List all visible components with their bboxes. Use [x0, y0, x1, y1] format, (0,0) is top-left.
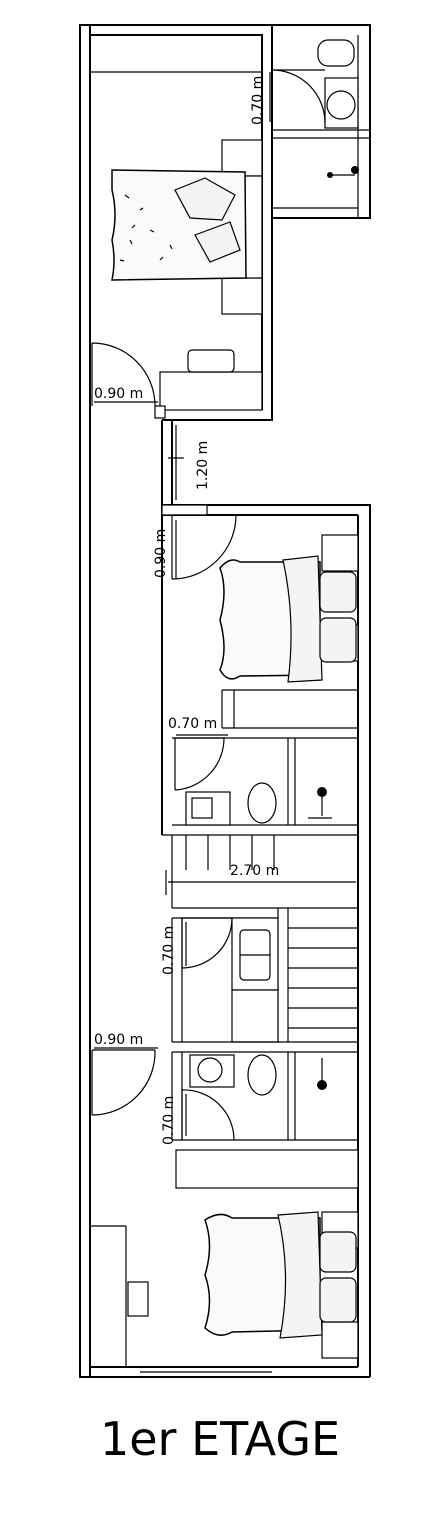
bed-icon — [219, 555, 357, 683]
dim-bedroom2-door: 0.90 m — [153, 529, 169, 578]
bedroom3-door-swing — [91, 1049, 156, 1116]
dim-top-wc-door: 0.70 m — [250, 76, 266, 125]
bedroom-3 — [90, 1211, 359, 1367]
floor-plan: 0.70 m 0.90 m 1.20 m 0.90 m 0.70 m 2.70 … — [79, 24, 371, 1378]
top-wc — [271, 35, 370, 218]
kitchen — [171, 917, 358, 1043]
toilet-icon — [247, 1054, 277, 1096]
bedroom-2 — [161, 504, 359, 729]
dim-kitchen-door: 0.70 m — [161, 926, 177, 975]
dim-bath3-door: 0.70 m — [161, 1096, 177, 1145]
wc-top-door-swing — [271, 69, 326, 124]
bath-2 — [172, 737, 358, 826]
floor-title: 1er ETAGE — [99, 1412, 341, 1466]
outer-walls — [79, 24, 371, 1378]
dim-stair-width: 2.70 m — [230, 863, 279, 879]
bedroom1-door-swing — [91, 342, 156, 407]
bedroom3-entry — [91, 1049, 156, 1116]
dimension-labels: 0.70 m 0.90 m 1.20 m 0.90 m 0.70 m 2.70 … — [94, 76, 279, 1145]
bed-icon — [204, 1211, 357, 1339]
toilet-icon — [247, 782, 277, 824]
dim-corridor-width: 1.20 m — [195, 441, 211, 490]
desk-icon — [159, 349, 263, 411]
kitchen-door-swing — [181, 917, 233, 969]
dim-bedroom1-door: 0.90 m — [94, 386, 143, 402]
toilet-icon — [317, 39, 355, 67]
sink-icon — [324, 77, 359, 129]
dim-bath2-door: 0.70 m — [168, 716, 217, 732]
sink-icon — [185, 791, 231, 826]
dimension-lines — [94, 72, 356, 1136]
chair-icon — [127, 1281, 149, 1317]
bath3-door-swing — [181, 1089, 235, 1141]
bed-icon — [111, 169, 247, 281]
dim-bedroom3-door: 0.90 m — [94, 1032, 143, 1048]
bath2-door-swing — [174, 737, 225, 791]
bedroom2-door-swing — [171, 514, 237, 580]
bedroom-1 — [90, 71, 263, 419]
bath-3 — [171, 1051, 359, 1189]
